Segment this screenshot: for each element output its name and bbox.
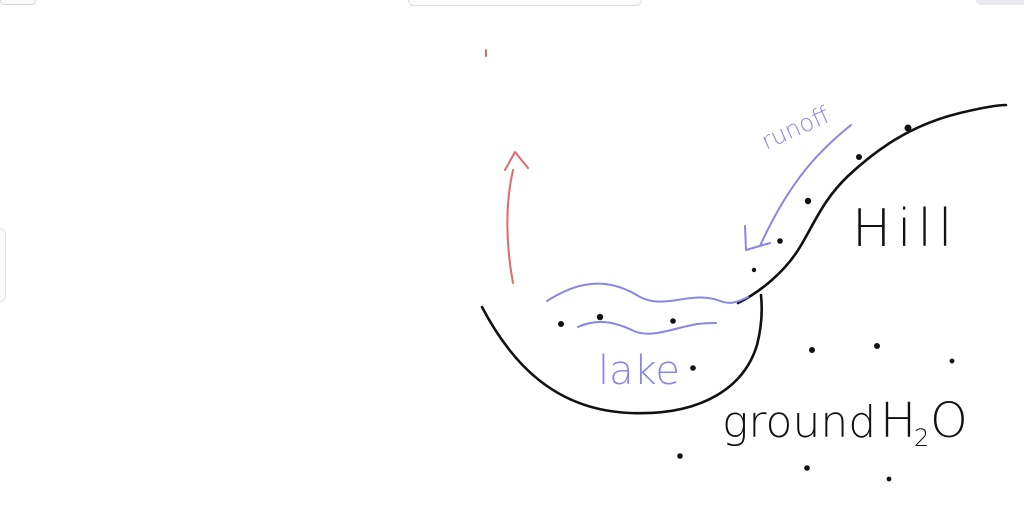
hill-label: Hill bbox=[852, 199, 958, 259]
dot bbox=[777, 238, 783, 244]
lake-water-line-lower bbox=[577, 320, 717, 335]
dot bbox=[670, 318, 676, 324]
window-corner-tab[interactable] bbox=[0, 0, 36, 5]
runoff-arrow bbox=[744, 124, 852, 251]
dot bbox=[558, 321, 564, 327]
evaporation-arrow bbox=[504, 151, 529, 284]
dot bbox=[596, 313, 604, 321]
ground-label: ground bbox=[722, 397, 876, 448]
dot bbox=[804, 197, 812, 205]
top-right-control[interactable] bbox=[976, 0, 1024, 5]
h2o-o-label: O bbox=[930, 393, 968, 449]
lake-label: lake bbox=[598, 348, 680, 394]
dot bbox=[804, 465, 810, 471]
dot bbox=[886, 476, 892, 482]
hill-outline bbox=[736, 103, 1008, 305]
dot bbox=[751, 267, 757, 273]
dot bbox=[856, 154, 862, 160]
lake-basin-outline bbox=[480, 293, 764, 415]
lake-water-line-upper bbox=[546, 282, 749, 304]
dot bbox=[690, 365, 696, 371]
dot bbox=[809, 347, 815, 353]
dot bbox=[904, 124, 912, 132]
dot bbox=[677, 453, 683, 459]
h2o-h-label: H bbox=[880, 393, 916, 449]
runoff-label: runoff bbox=[757, 101, 834, 156]
dot bbox=[949, 358, 955, 364]
sediment-dots bbox=[558, 124, 955, 482]
dot bbox=[874, 343, 880, 349]
h2o-subscript-label: 2 bbox=[914, 424, 929, 452]
